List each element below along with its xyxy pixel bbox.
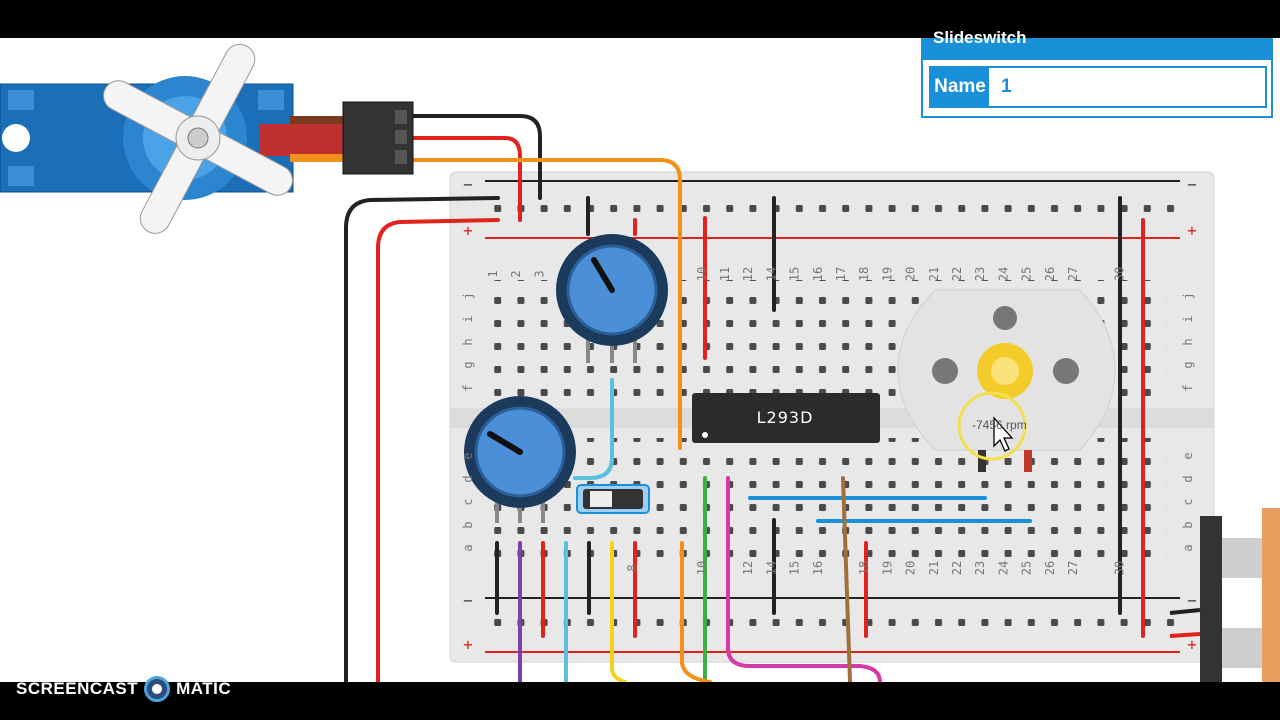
row-letter: f [1181,384,1195,391]
column-number: 15 [788,267,802,281]
row-letter: h [1181,338,1195,345]
column-number: 26 [1043,267,1057,281]
column-number: 2 [509,270,523,277]
column-number: 25 [1020,267,1034,281]
brand-text: SCREENCAST MATIC [16,676,231,702]
column-number: 23 [973,267,987,281]
column-number: 23 [973,561,987,575]
column-number: 11 [718,267,732,281]
name-input[interactable] [989,68,1265,106]
row-letter: e [1181,452,1195,459]
rail-minus-label: − [1187,591,1197,610]
properties-panel: Slideswitch Name [921,28,1273,118]
column-number: 1 [486,270,500,277]
rail-plus-label: + [1187,221,1197,240]
column-number: 21 [927,561,941,575]
column-number: 22 [950,267,964,281]
row-letter: f [461,384,475,391]
chip-l293d[interactable] [692,393,880,443]
properties-title: Slideswitch [933,28,1027,47]
motor-rpm-readout: -7456 rpm [972,418,1027,432]
name-property-row: Name [929,66,1267,108]
column-number: 10 [695,561,709,575]
recorded-with-text: RECORDED WITH [16,660,117,672]
column-number: 12 [741,561,755,575]
servo-icon[interactable] [0,38,414,281]
column-number: 24 [996,267,1010,281]
potentiometer-icon[interactable] [556,234,668,363]
rail-plus-label: + [1187,635,1197,654]
battery-connector [1169,508,1280,682]
potentiometer-icon[interactable] [464,396,576,523]
row-letter: g [1181,361,1195,368]
column-number: 14 [764,561,778,575]
rail-plus-label: + [463,635,473,654]
column-number: 27 [1066,267,1080,281]
row-letter: d [461,475,475,482]
brand-right: MATIC [176,679,232,698]
rail-minus-label: − [463,591,473,610]
row-letter: b [461,521,475,528]
row-letter: a [1181,544,1195,551]
column-number: 14 [764,267,778,281]
slideswitch-icon[interactable] [576,484,650,514]
column-number: 3 [532,270,546,277]
brand-left: SCREENCAST [16,679,139,698]
row-letter: h [461,338,475,345]
row-letter: i [1181,315,1195,322]
column-number: 12 [741,267,755,281]
row-letter: g [461,361,475,368]
row-letter: i [461,315,475,322]
row-letter: b [1181,521,1195,528]
cursor-icon [957,391,1027,461]
row-letter: c [461,498,475,505]
row-letter: j [461,292,475,299]
rail-minus-label: − [463,175,473,194]
name-label: Name [931,68,989,106]
row-letter: e [461,452,475,459]
chip-label: L293D [756,408,814,427]
column-number: 30 [1112,561,1126,575]
row-letter: j [1181,292,1195,299]
column-number: 20 [904,267,918,281]
rail-plus-label: + [463,221,473,240]
circuit-svg: 1231011121415161718192021222324252627308… [0,38,1280,682]
column-number: 16 [811,267,825,281]
column-number: 18 [857,561,871,575]
row-letter: c [1181,498,1195,505]
properties-titlebar [923,38,1271,60]
record-icon [144,676,171,702]
column-number: 15 [788,561,802,575]
row-letter: d [1181,475,1195,482]
column-number: 30 [1112,267,1126,281]
column-number: 21 [927,267,941,281]
column-number: 16 [811,561,825,575]
column-number: 8 [625,564,639,571]
column-number: 20 [904,561,918,575]
rail-minus-label: − [1187,175,1197,194]
column-number: 17 [834,267,848,281]
wires [344,114,1145,682]
column-number: 10 [695,267,709,281]
column-number: 19 [880,267,894,281]
column-number: 19 [880,561,894,575]
column-number: 25 [1020,561,1034,575]
row-letter: a [461,544,475,551]
column-number: 24 [996,561,1010,575]
column-number: 27 [1066,561,1080,575]
dc-motor-icon[interactable] [897,289,1116,472]
screencast-watermark: RECORDED WITH SCREENCAST MATIC [16,660,231,702]
column-number: 26 [1043,561,1057,575]
column-number: 22 [950,561,964,575]
column-number: 18 [857,267,871,281]
